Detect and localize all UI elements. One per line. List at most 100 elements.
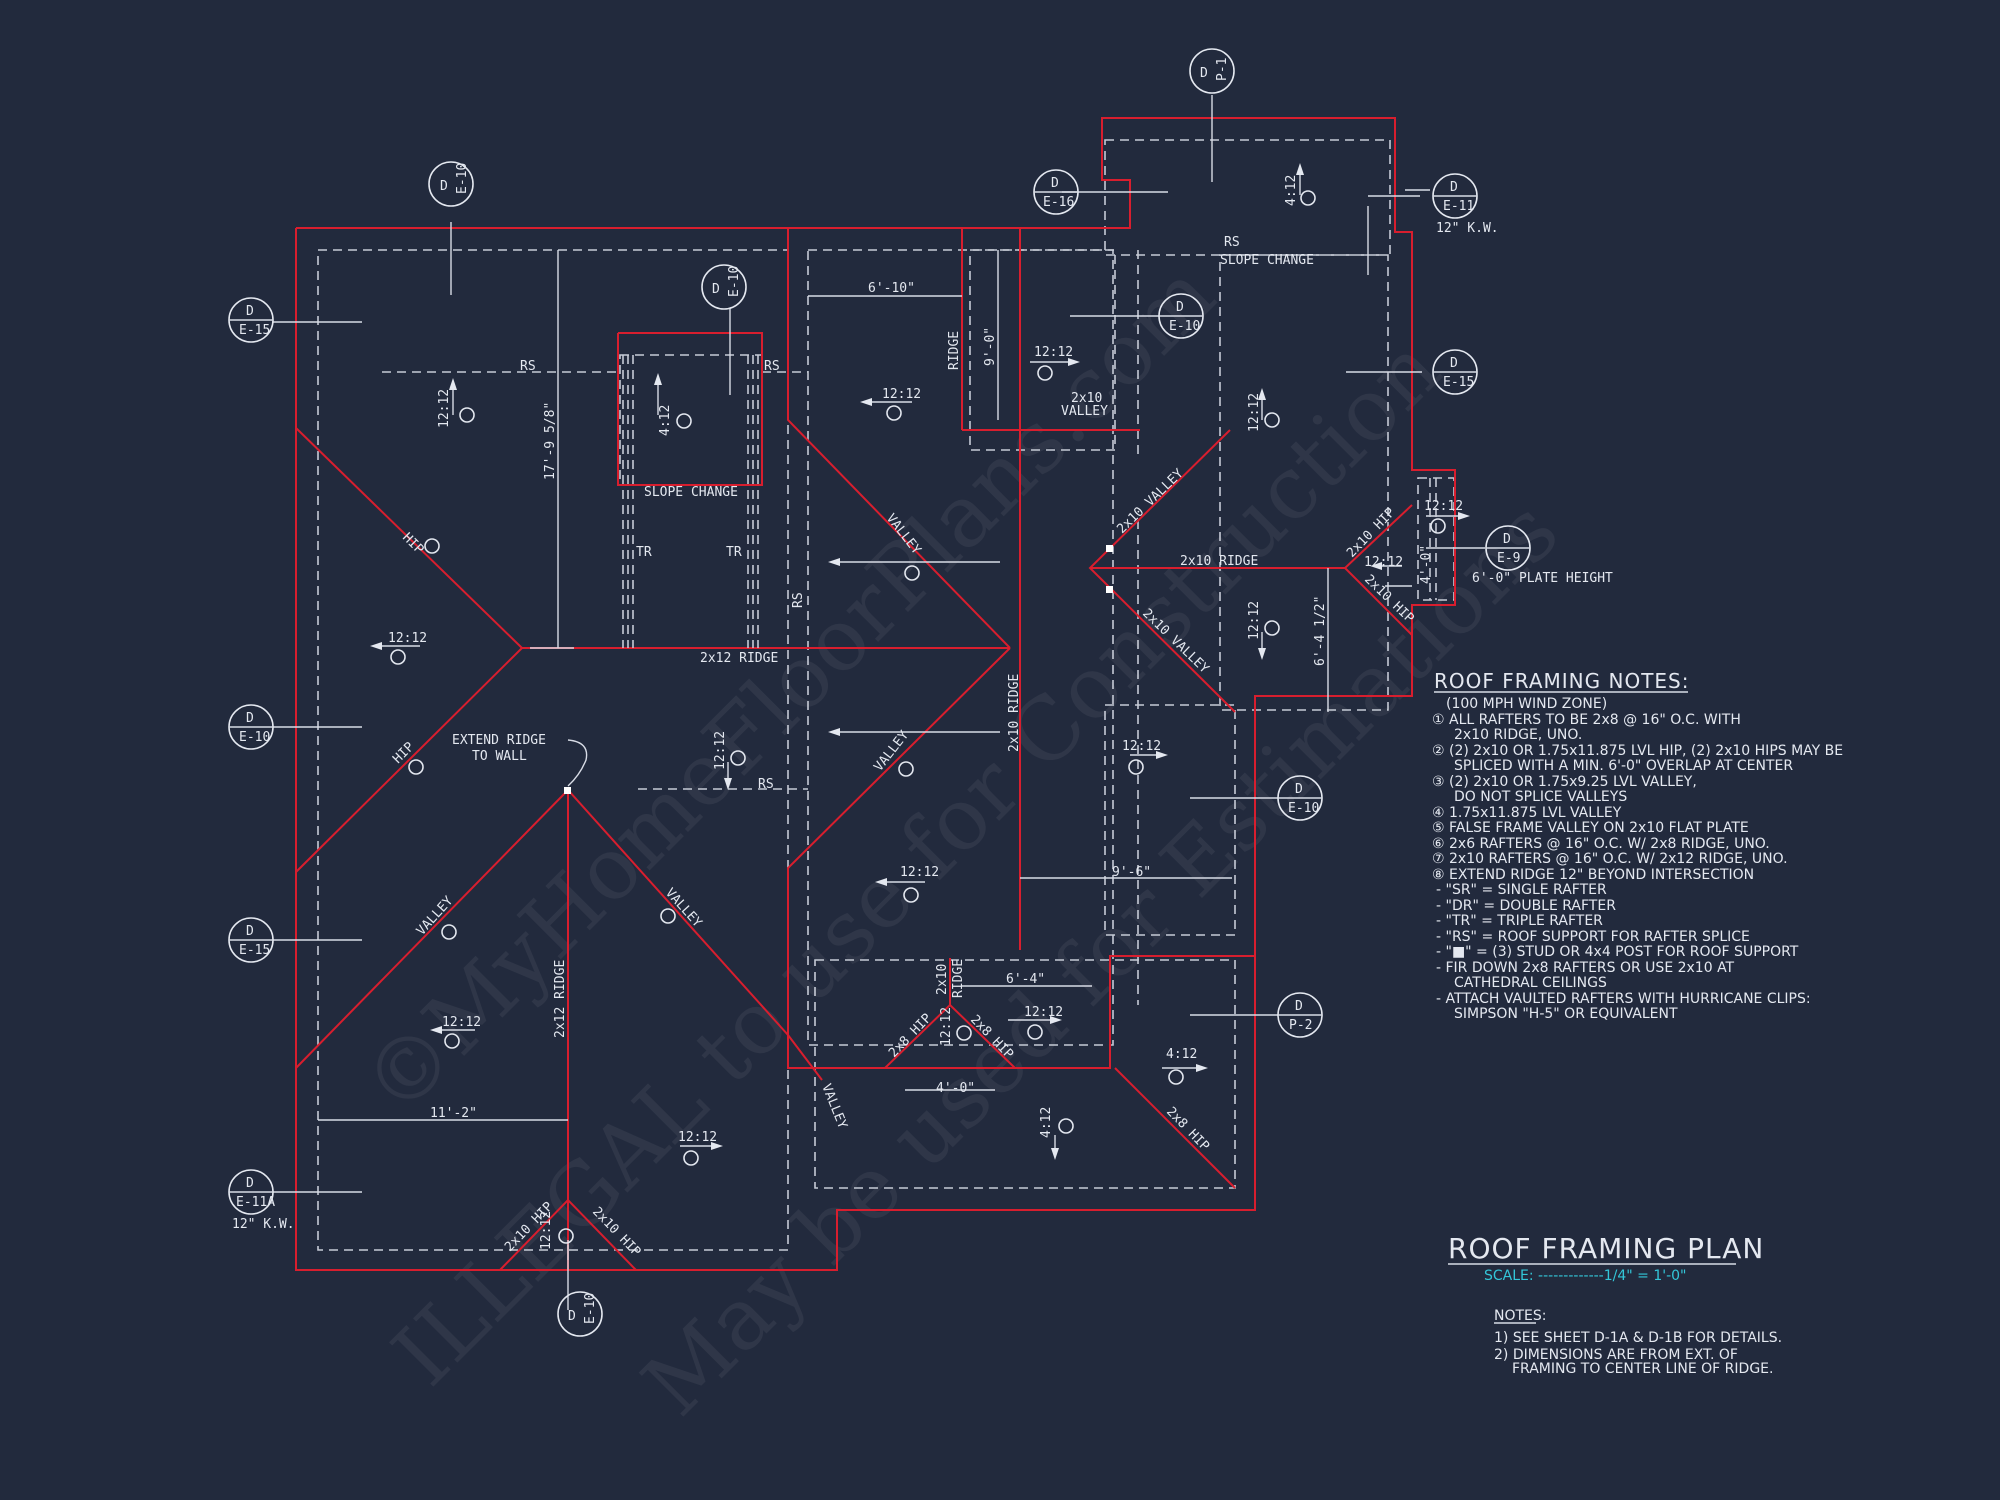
tag-note: 12" K.W. xyxy=(232,1217,295,1232)
tag-bottom: E-10 xyxy=(727,266,742,297)
slope-label: 12:12 xyxy=(1247,601,1262,640)
roof-note: - FIR DOWN 2x8 RAFTERS OR USE 2x10 AT xyxy=(1436,960,1735,976)
slope-change-label: SLOPE CHANGE xyxy=(644,485,738,500)
dimension-label: 6'-10" xyxy=(868,281,915,296)
roof-note: DO NOT SPLICE VALLEYS xyxy=(1454,789,1627,805)
roof-note: ⑤ FALSE FRAME VALLEY ON 2x10 FLAT PLATE xyxy=(1432,820,1749,836)
rs-label: RS xyxy=(764,359,780,374)
roof-note: - "RS" = ROOF SUPPORT FOR RAFTER SPLICE xyxy=(1436,929,1750,945)
detail-tag: D E-11A 12" K.W. xyxy=(228,1169,295,1232)
dimension-label: 17'-9 5/8" xyxy=(543,402,558,480)
plan-scale: SCALE: -------------1/4" = 1'-0" xyxy=(1484,1268,1686,1284)
slope-label: 12:12 xyxy=(539,1211,554,1250)
tag-bottom: E-11A xyxy=(236,1195,275,1210)
dimension-label: 6'-4 1/2" xyxy=(1313,596,1328,666)
dimension-lines xyxy=(273,95,1485,1310)
ridge-2x10-short-label: 2x10 xyxy=(935,964,950,995)
dimension-label: 4'-0" xyxy=(1419,545,1434,584)
detail-tag: DE-15 xyxy=(1432,349,1478,395)
roof-note: ② (2) 2x10 OR 1.75x11.875 LVL HIP, (2) 2… xyxy=(1432,743,1843,759)
ridge-2x10-label: 2x10 RIDGE xyxy=(1007,674,1022,752)
valley-2x10-label: 2x10 VALLEY xyxy=(1114,466,1186,537)
post-marker xyxy=(564,787,571,794)
valley-label: VALLEY xyxy=(662,886,705,931)
hip-label: HIP xyxy=(399,530,426,557)
footnote: 1) SEE SHEET D-1A & D-1B FOR DETAILS. xyxy=(1494,1330,1782,1346)
roof-note: - ATTACH VAULTED RAFTERS WITH HURRICANE … xyxy=(1436,991,1811,1007)
tag-top: D xyxy=(1503,532,1511,547)
roof-note: 2x10 RIDGE, UNO. xyxy=(1454,727,1582,743)
slope-label: 12:12 xyxy=(442,1015,481,1030)
dimension-label: 11'-2" xyxy=(430,1106,477,1121)
rs-label: RS xyxy=(520,359,536,374)
slope-label: 4:12 xyxy=(1166,1047,1197,1062)
tag-bottom: E-11 xyxy=(1443,199,1474,214)
dimension-label: 6'-4" xyxy=(1006,972,1045,987)
tag-bottom: E-15 xyxy=(239,323,270,338)
slope-label: 4:12 xyxy=(1039,1107,1054,1138)
roof-note: - "DR" = DOUBLE RAFTER xyxy=(1436,898,1616,914)
dimension-label: 9'-0" xyxy=(983,327,998,366)
slope-label: 12:12 xyxy=(388,631,427,646)
tag-bottom: E-10 xyxy=(1169,319,1200,334)
tag-note: 12" K.W. xyxy=(1436,221,1499,236)
tag-bottom: E-15 xyxy=(1443,375,1474,390)
tr-label: TR xyxy=(636,545,652,560)
tag-top: D xyxy=(440,179,448,194)
slope-label: 12:12 xyxy=(1034,345,1073,360)
tag-bottom: P-2 xyxy=(1289,1018,1312,1033)
detail-tag: D P-2 xyxy=(1277,992,1323,1038)
tag-bottom: E-15 xyxy=(239,943,270,958)
slope-label: 4:12 xyxy=(658,405,673,436)
tag-top: D xyxy=(246,1176,254,1191)
dimension-labels: 6'-10" 9'-0" 17'-9 5/8" 6'-4 1/2" 4'-0" … xyxy=(430,281,1434,1121)
tag-top: D xyxy=(246,304,254,319)
footnote: FRAMING TO CENTER LINE OF RIDGE. xyxy=(1512,1361,1773,1377)
roof-note: (100 MPH WIND ZONE) xyxy=(1446,696,1607,712)
tag-top: D xyxy=(1051,176,1059,191)
detail-tag: D E-10 xyxy=(428,161,474,207)
tag-top: D xyxy=(1450,180,1458,195)
tag-top: D xyxy=(1295,782,1303,797)
roof-note: CATHEDRAL CEILINGS xyxy=(1454,975,1607,991)
post-marker xyxy=(1106,545,1113,552)
tag-bottom: E-16 xyxy=(1043,195,1074,210)
detail-tag: DE-10 xyxy=(1277,775,1323,821)
slope-arrows xyxy=(370,163,1470,1260)
tag-bottom: E-9 xyxy=(1497,551,1520,566)
tag-top: D xyxy=(246,924,254,939)
detail-tag: DE-10 xyxy=(1158,293,1204,339)
tag-bottom: E-10 xyxy=(455,163,470,194)
tag-top: D xyxy=(1295,999,1303,1014)
ridge-2x10-label: 2x10 RIDGE xyxy=(1180,554,1258,569)
slope-label: 12:12 xyxy=(437,389,452,428)
slope-label: 12:12 xyxy=(900,865,939,880)
slope-label: 4:12 xyxy=(1284,175,1299,206)
hip-label: HIP xyxy=(390,739,417,766)
dimension-label: 4'-0" xyxy=(936,1081,975,1096)
tag-note: 6'-0" PLATE HEIGHT xyxy=(1472,571,1613,586)
valley-label: VALLEY xyxy=(1061,404,1108,419)
post-marker xyxy=(1106,586,1113,593)
footnotes-title: NOTES: xyxy=(1494,1308,1547,1324)
ridge-2x12-label: 2x12 RIDGE xyxy=(553,960,568,1038)
hip-2x8-label: 2x8 HIP xyxy=(886,1011,935,1061)
tag-top: D xyxy=(568,1309,576,1324)
footnote: 2) DIMENSIONS ARE FROM EXT. OF xyxy=(1494,1347,1738,1363)
valley-label: VALLEY xyxy=(818,1082,850,1131)
detail-tag: D E-15 xyxy=(228,917,274,963)
slope-label: 12:12 xyxy=(1024,1005,1063,1020)
roof-note: SPLICED WITH A MIN. 6'-0" OVERLAP AT CEN… xyxy=(1454,758,1793,774)
slope-label: 12:12 xyxy=(882,387,921,402)
roof-note: - "TR" = TRIPLE RAFTER xyxy=(1436,913,1603,929)
detail-tag: DE-10 xyxy=(228,704,274,750)
slope-change-label: SLOPE CHANGE xyxy=(1220,253,1314,268)
roof-notes-title: ROOF FRAMING NOTES: xyxy=(1434,669,1689,693)
tr-label: TR xyxy=(726,545,742,560)
roof-note: SIMPSON "H-5" OR EQUIVALENT xyxy=(1454,1006,1678,1022)
